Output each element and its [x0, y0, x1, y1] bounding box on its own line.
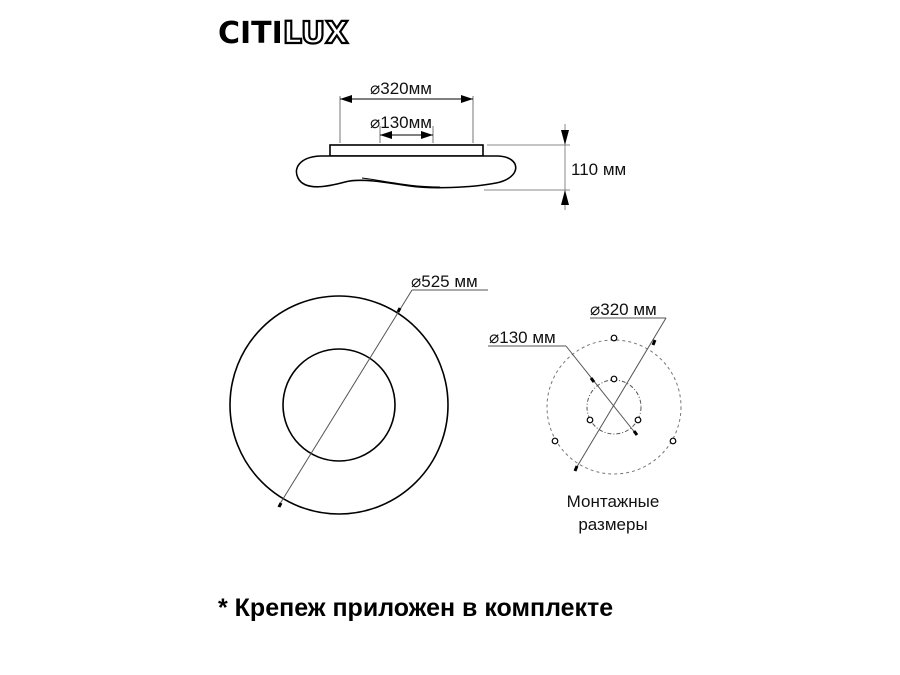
mounting-hole [551, 437, 559, 445]
tick-mark [396, 307, 402, 313]
outer-circle-525 [229, 295, 449, 515]
mounting-plate [329, 144, 484, 157]
side-inner-diameter-label: ⌀130мм [370, 113, 432, 132]
tick-mark [589, 377, 596, 383]
logo-outline-part: LUX [282, 15, 350, 52]
mounting-caption: Монтажные размеры [548, 490, 678, 536]
top-view [229, 289, 488, 515]
caption-line-1: Монтажные [566, 492, 660, 511]
mount-outer-diameter-label: ⌀320 мм [590, 300, 657, 319]
caption-line-2: размеры [578, 515, 648, 534]
lamp-body-shading [361, 177, 441, 188]
mounting-circle-320 [546, 339, 682, 475]
tick-mark [277, 502, 283, 508]
citilux-logo: CITILUX [218, 15, 350, 52]
tick-mark [573, 465, 579, 472]
tick-mark [651, 339, 657, 346]
diameter-leader-line-320 [574, 317, 667, 471]
side-view [295, 95, 570, 210]
mounting-hole [610, 334, 618, 342]
lamp-body-profile [295, 155, 517, 189]
tick-mark [632, 430, 639, 436]
height-label: 110 мм [571, 160, 627, 179]
side-outer-diameter-label: ⌀320мм [370, 79, 432, 98]
arrow-up-icon [561, 190, 569, 205]
mounting-view [488, 317, 682, 475]
mount-inner-diameter-label: ⌀130 мм [489, 328, 556, 347]
mounting-hole [634, 416, 642, 424]
diameter-leader-line [277, 289, 413, 508]
logo-solid-part: CITI [218, 16, 283, 51]
inner-circle [282, 348, 396, 462]
mounting-hole [586, 416, 594, 424]
mounting-hole [669, 437, 677, 445]
top-diameter-label: ⌀525 мм [411, 272, 478, 291]
diameter-leader-line-130 [565, 345, 637, 435]
arrow-down-icon [561, 130, 569, 145]
footnote-text: * Крепеж приложен в комплекте [218, 594, 614, 622]
mounting-hole [610, 375, 618, 383]
